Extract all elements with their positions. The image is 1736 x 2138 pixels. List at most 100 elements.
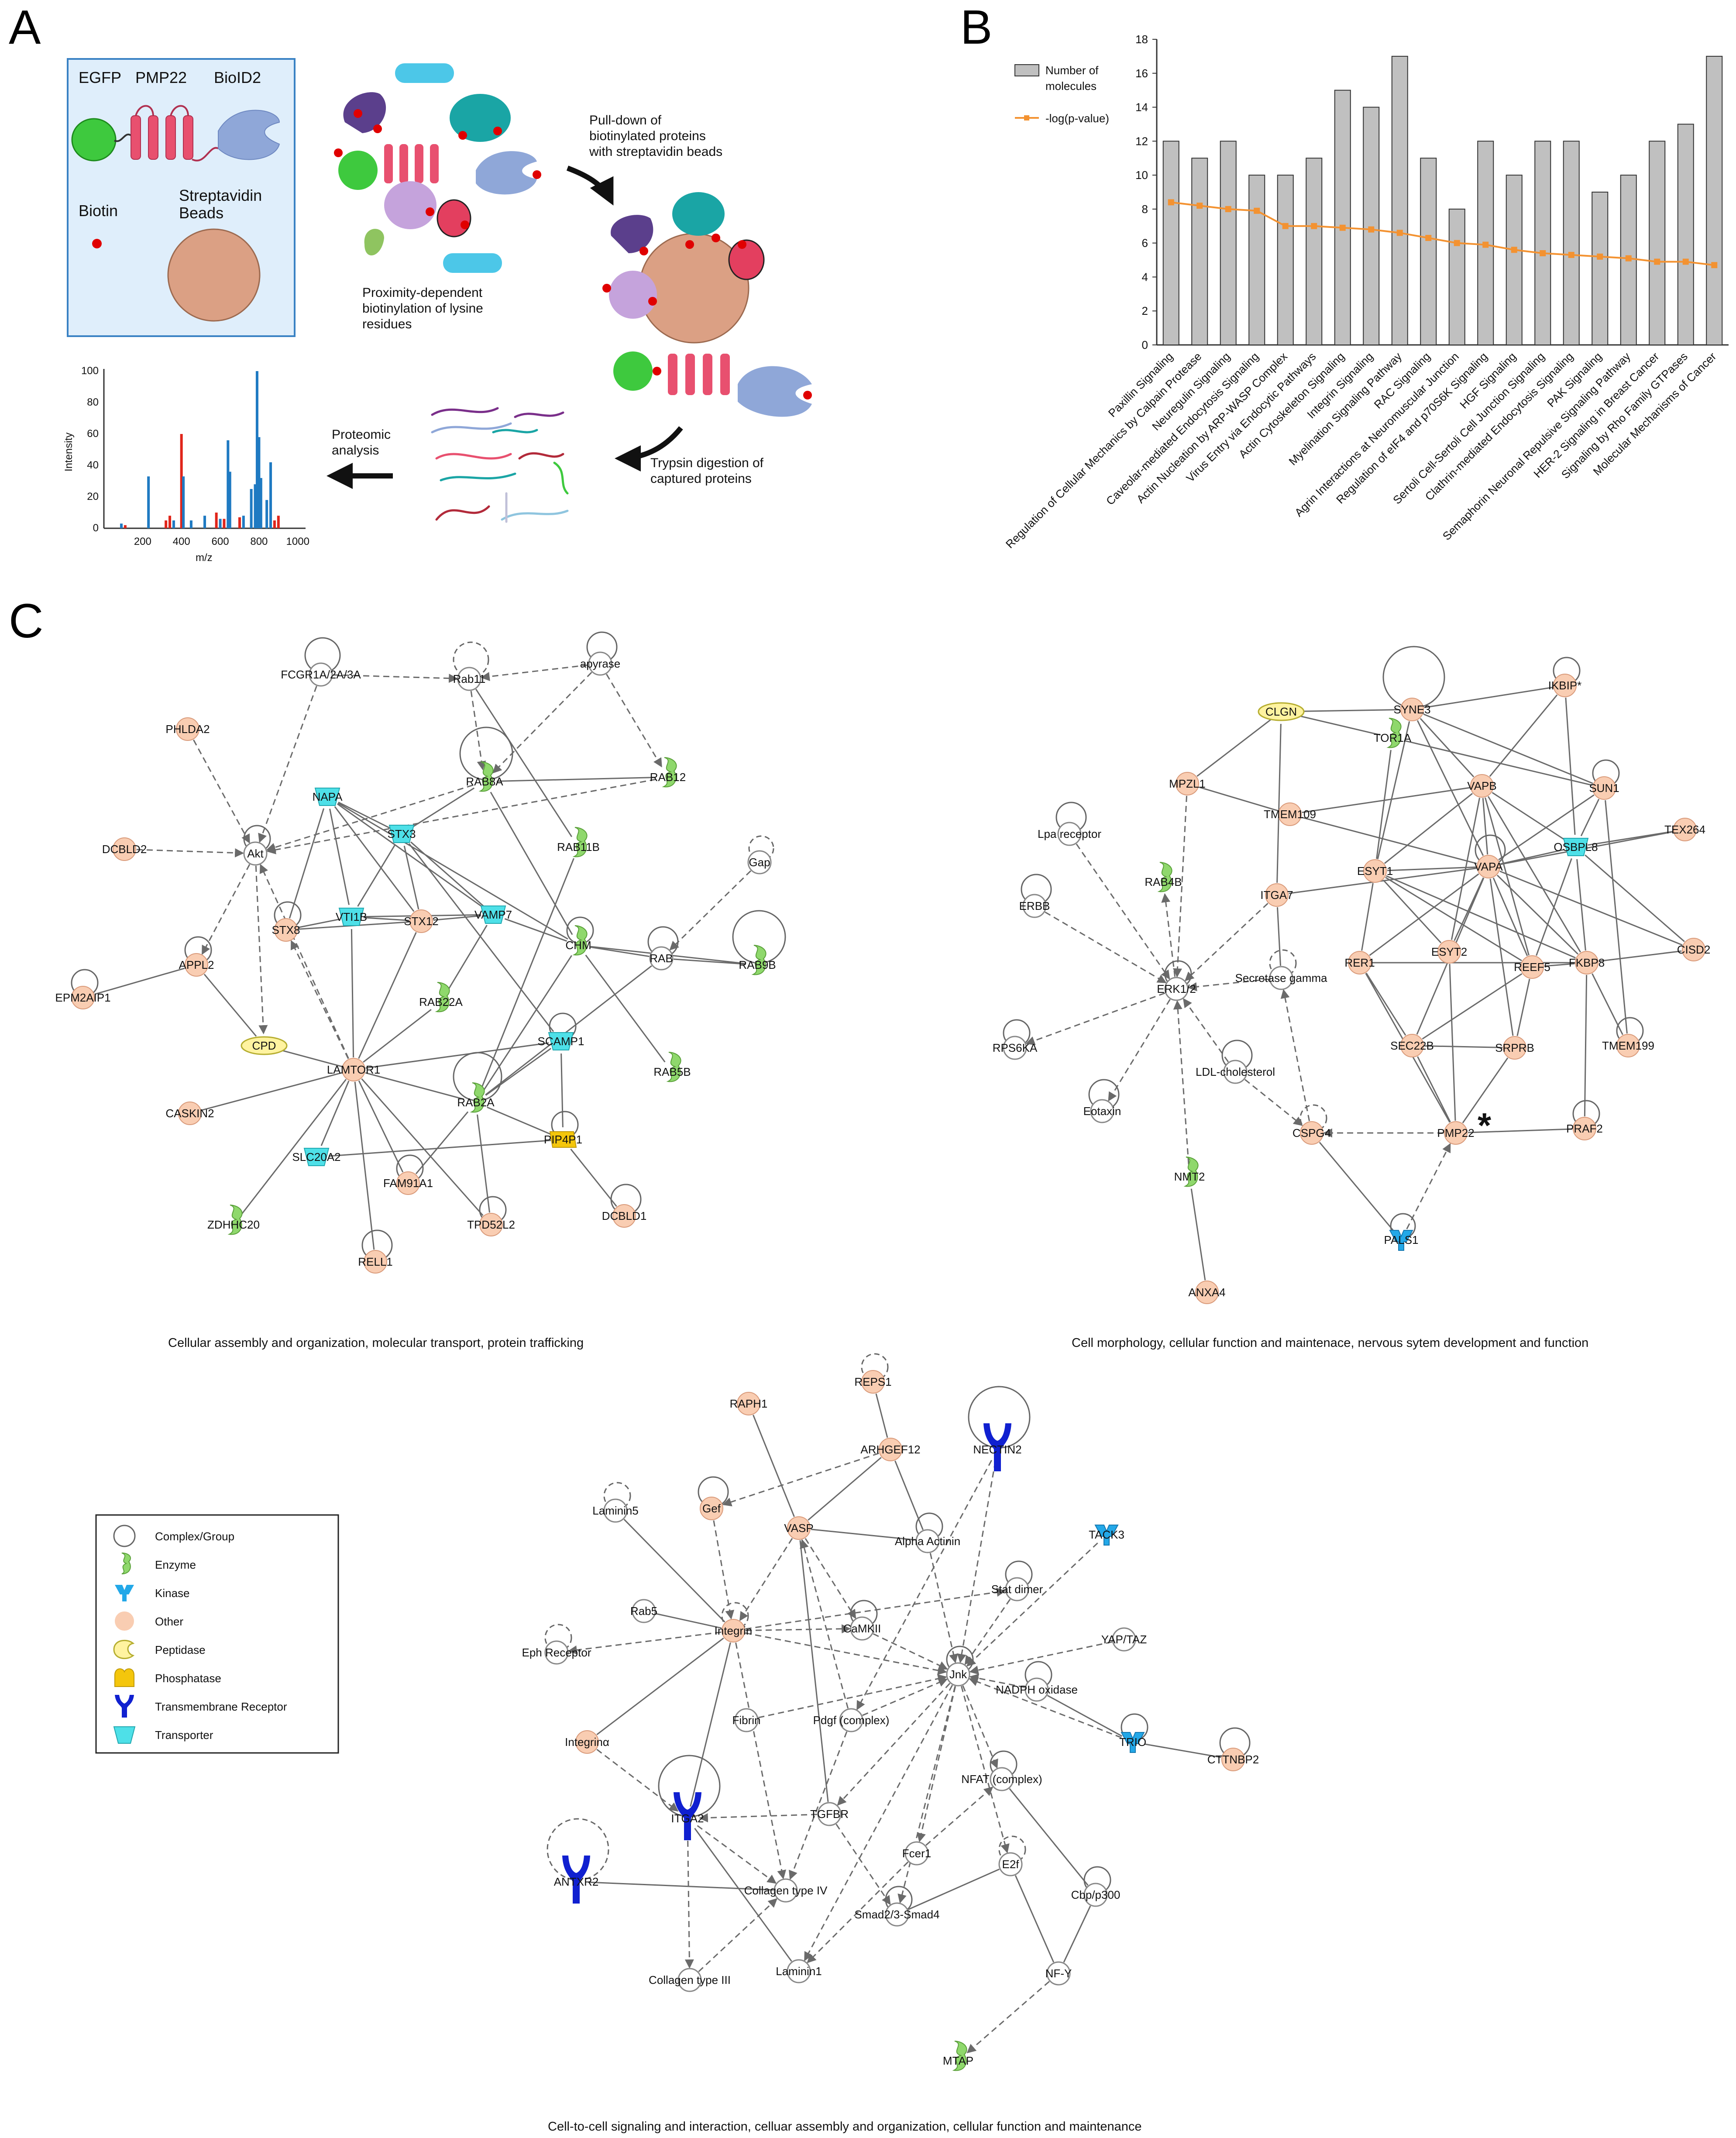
ms-peak <box>168 516 172 528</box>
node-label-srprb: SRPRB <box>1495 1041 1534 1054</box>
legend-c-label-kinase: Kinase <box>155 1587 190 1600</box>
point-paxillin-signaling <box>1168 199 1174 206</box>
legend-c-items: Complex/GroupEnzymeKinaseOtherPeptidaseP… <box>113 1525 287 1744</box>
node-pals1: PALS1 <box>1384 1230 1419 1251</box>
pmp22-marker: * <box>1478 1106 1492 1145</box>
edge-syne3-to-vapb <box>1420 718 1475 778</box>
node-akt: Akt <box>243 841 268 866</box>
kinase-icon <box>115 1585 134 1601</box>
node-label-gef: Gef <box>702 1502 721 1515</box>
step-trypsin-2: captured proteins <box>650 472 752 486</box>
ms-peak <box>189 520 193 528</box>
legend-c-label-enzyme: Enzyme <box>155 1558 196 1571</box>
ms-ytick-label: 0 <box>93 522 99 534</box>
edge-rab5-to-integrin <box>656 1613 722 1629</box>
node-label-rab4b: RAB4B <box>1145 875 1182 888</box>
edge-vasp-to-camkii <box>804 1538 856 1619</box>
ms-xtick-label: 1000 <box>286 536 309 547</box>
edge-reef5-to-fkbp8 <box>1544 963 1575 967</box>
streptavidin-label: Streptavidin <box>179 186 262 204</box>
edge-rab2a-to-fam91a1 <box>415 1111 469 1174</box>
node-label-tack3: TACK3 <box>1089 1528 1124 1541</box>
complex-node-icon <box>603 1498 628 1523</box>
node-label-nf-y: NF-Y <box>1045 1967 1072 1980</box>
legend-c-box <box>95 1514 339 1754</box>
edge-stx3-to-rab8a <box>411 787 475 828</box>
node-rab22a: RAB22A <box>419 982 463 1012</box>
node-label-reef5: REEF5 <box>1514 961 1550 974</box>
node-cttnbp2: CTTNBP2 <box>1207 1748 1259 1771</box>
complex-node-icon <box>1269 966 1293 990</box>
edge-integrin-to-itga2 <box>596 1749 679 1812</box>
node-yap-taz: YAP/TAZ <box>1101 1627 1147 1652</box>
bar-signaling-by-rho-family-gtpases <box>1677 124 1694 345</box>
edge-raph1-to-vasp <box>753 1415 795 1517</box>
network-3-caption: Cell-to-cell signaling and interaction, … <box>548 2120 1142 2134</box>
other-node-icon <box>1400 1034 1424 1057</box>
node-label-smad2-3-smad4: Smad2/3-Smad4 <box>854 1908 939 1921</box>
enzyme-node-icon <box>662 757 677 788</box>
node-label-rell1: RELL1 <box>358 1255 393 1268</box>
panel-letter-c: C <box>9 594 43 648</box>
receptor-node-icon <box>674 1792 701 1840</box>
node-label-rab5: Rab5 <box>630 1604 657 1618</box>
bar-actin-nucleation-by-arp-wasp-complex <box>1277 175 1294 345</box>
edge-vapa-to-itga7 <box>1289 868 1477 894</box>
node-syne3: SYNE3 <box>1393 698 1431 721</box>
node-label-yap-taz: YAP/TAZ <box>1101 1633 1147 1646</box>
edge-lamtor1-to-zdhhc20 <box>240 1079 347 1215</box>
streptavidin-bead <box>167 228 261 322</box>
edge-syne3-to-sun1 <box>1423 713 1593 784</box>
node-label-tmem199: TMEM199 <box>1602 1039 1654 1052</box>
node-label-trio: TRIO <box>1119 1735 1146 1749</box>
edge-esyt1-to-fkbp8 <box>1386 875 1576 959</box>
complex-node-icon <box>649 946 674 971</box>
node-label-rer1: RER1 <box>1344 956 1375 969</box>
node-raph1: RAPH1 <box>730 1392 767 1415</box>
edge-vapb-to-esyt1 <box>1384 793 1473 864</box>
node-zdhhc20: ZDHHC20 <box>207 1205 260 1235</box>
node-fibrin: Fibrin <box>732 1708 761 1732</box>
edge-apyrase-to-rab8a <box>492 671 592 774</box>
chart-ytick-label: 2 <box>1142 304 1148 317</box>
node-pip4p1: PIP4P1 <box>544 1131 582 1148</box>
edge-epm2aip1-to-appl2 <box>94 967 185 995</box>
node-lamtor1: LAMTOR1 <box>327 1058 380 1081</box>
enzyme-node-icon <box>435 982 450 1012</box>
node-pmp22: PMP22 <box>1437 1121 1475 1145</box>
ms-spectrum-bars <box>120 371 280 528</box>
node-fkbp8: FKBP8 <box>1569 951 1605 974</box>
edge-tgfbr-to-itga2 <box>698 1813 818 1823</box>
ms-ytick-label: 20 <box>87 491 99 503</box>
edge-pdgf-complex-to-jnk <box>862 1678 948 1716</box>
node-nf-y: NF-Y <box>1045 1961 1072 1986</box>
complex-node-icon <box>747 850 772 874</box>
node-label-cbp-p300: Cbp/p300 <box>1071 1888 1121 1901</box>
edge-clgn-to-mpzl1 <box>1196 718 1272 777</box>
network-2-self-loops <box>1003 646 1644 1239</box>
edge-fkbp8-to-praf2 <box>1584 974 1588 1117</box>
edge-vapa-to-rer1 <box>1369 873 1479 956</box>
peptidase-node-icon <box>241 1036 288 1055</box>
node-label-itga7: ITGA7 <box>1260 888 1293 902</box>
edge-vapb-to-tmem109 <box>1302 787 1470 813</box>
edge-erbb-to-erk1-2 <box>1045 911 1167 984</box>
enzyme-icon <box>121 1553 131 1574</box>
ms-peak <box>258 437 261 528</box>
edge-srprb-to-pmp22 <box>1462 1057 1509 1123</box>
enzyme-node-icon <box>751 945 767 975</box>
edge-alpha-actinin-to-jnk <box>929 1553 958 1663</box>
edge-esyt2-to-pmp22 <box>1449 964 1456 1121</box>
node-label-tpd52l2: TPD52L2 <box>467 1218 515 1231</box>
edge-rab8a-to-rab12 <box>496 777 656 782</box>
node-rab11b: RAB11B <box>557 827 600 857</box>
other-node-icon <box>1573 1117 1596 1140</box>
complex-node-icon <box>839 1708 863 1732</box>
other-node-icon <box>1363 859 1387 883</box>
edge-vasp-to-alpha-actinin <box>811 1529 916 1541</box>
other-node-icon <box>1400 698 1424 721</box>
node-label-scamp1: SCAMP1 <box>538 1035 584 1048</box>
ms-ytick-label: 80 <box>87 396 99 408</box>
